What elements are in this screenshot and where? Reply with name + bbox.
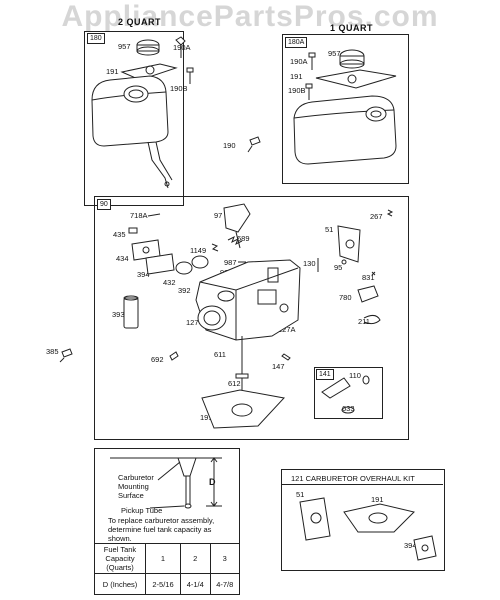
table-cell: 4-1/4 [180, 573, 211, 595]
panel-180A-tag: 180A [285, 37, 308, 48]
label-211: 211 [358, 317, 370, 326]
label-435: 435 [113, 230, 126, 239]
label-1149: 1149 [190, 246, 207, 255]
panel-180 [84, 31, 184, 206]
label-612: 612 [228, 379, 241, 388]
label-191c: 191 [200, 413, 213, 422]
label-97: 97 [214, 211, 223, 220]
table-row: Fuel Tank Capacity (Quarts) 1 2 3 [94, 543, 240, 574]
kit-title: 121 CARBURETOR OVERHAUL KIT [291, 474, 415, 483]
label-191: 191 [106, 67, 119, 76]
label-611: 611 [214, 350, 226, 359]
label-95: 95 [334, 263, 343, 272]
panel-90-tag: 90 [97, 199, 111, 210]
label-957b: 957 [328, 49, 341, 58]
label-689: 689 [237, 234, 250, 243]
replace-note: To replace carburetor assembly, determin… [108, 516, 215, 543]
carburetor-drawing [123, 203, 394, 429]
panel-180-title: 2 QUART [118, 17, 162, 27]
label-434: 434 [116, 254, 129, 263]
label-147: 147 [272, 362, 285, 371]
kit-label-394: 394 [404, 541, 417, 550]
label-393: 393 [112, 310, 125, 319]
label-831: 831 [362, 273, 375, 282]
label-780: 780 [339, 293, 352, 302]
label-190B: 190B [170, 84, 188, 93]
table-row: D (Inches) 2-5/16 4-1/4 4-7/8 [94, 573, 240, 595]
label-385: 385 [46, 347, 59, 356]
label-392: 392 [178, 286, 191, 295]
label-191b: 191 [290, 72, 303, 81]
label-957: 957 [118, 42, 131, 51]
table-cell: 4-7/8 [209, 573, 240, 595]
pickup-label: Pickup Tube [121, 506, 163, 515]
label-394: 394 [137, 270, 150, 279]
capacity-table: Fuel Tank Capacity (Quarts) 1 2 3 D (Inc… [94, 543, 240, 595]
label-51: 51 [325, 225, 334, 234]
panel-180A-title: 1 QUART [330, 23, 374, 33]
dim-d-label: D [209, 477, 216, 487]
label-190Bb: 190B [288, 86, 306, 95]
label-190A: 190A [173, 43, 191, 52]
table-cell: 2-5/16 [144, 573, 182, 595]
label-692: 692 [151, 355, 164, 364]
label-127A: 127A [278, 325, 296, 334]
label-718A: 718A [130, 211, 148, 220]
panel-141-tag: 141 [316, 369, 334, 380]
panel-180-tag: 180 [87, 33, 105, 44]
kit-label-51: 51 [296, 490, 305, 499]
label-130: 130 [303, 259, 316, 268]
label-633: 633 [342, 404, 355, 413]
label-110: 110 [349, 371, 361, 380]
kit-title-rule [281, 484, 443, 485]
label-267: 267 [370, 212, 383, 221]
label-127: 127 [186, 318, 199, 327]
watermark: AppliancePartsPros.com [61, 0, 439, 33]
pickup-tube-diagram [110, 457, 222, 509]
panel-180A [282, 34, 409, 184]
label-190: 190 [223, 141, 236, 150]
panel-121 [281, 469, 445, 571]
label-432: 432 [163, 278, 176, 287]
label-190Ab: 190A [290, 57, 308, 66]
table-cell: Fuel Tank Capacity (Quarts) [94, 543, 146, 574]
panel-141 [314, 367, 383, 419]
overhaul-kit-drawing [299, 497, 437, 561]
loose-screws [59, 136, 261, 363]
tank-1qt-drawing [293, 49, 397, 165]
label-987: 987 [224, 258, 237, 267]
panel-90 [94, 196, 409, 440]
panel-fuel-capacity [94, 448, 240, 595]
mounting-label: Carburetor Mounting Surface [118, 473, 154, 500]
table-cell: 2 [180, 543, 211, 574]
kit-label-191: 191 [371, 495, 384, 504]
tank-2qt-drawing [91, 36, 194, 189]
